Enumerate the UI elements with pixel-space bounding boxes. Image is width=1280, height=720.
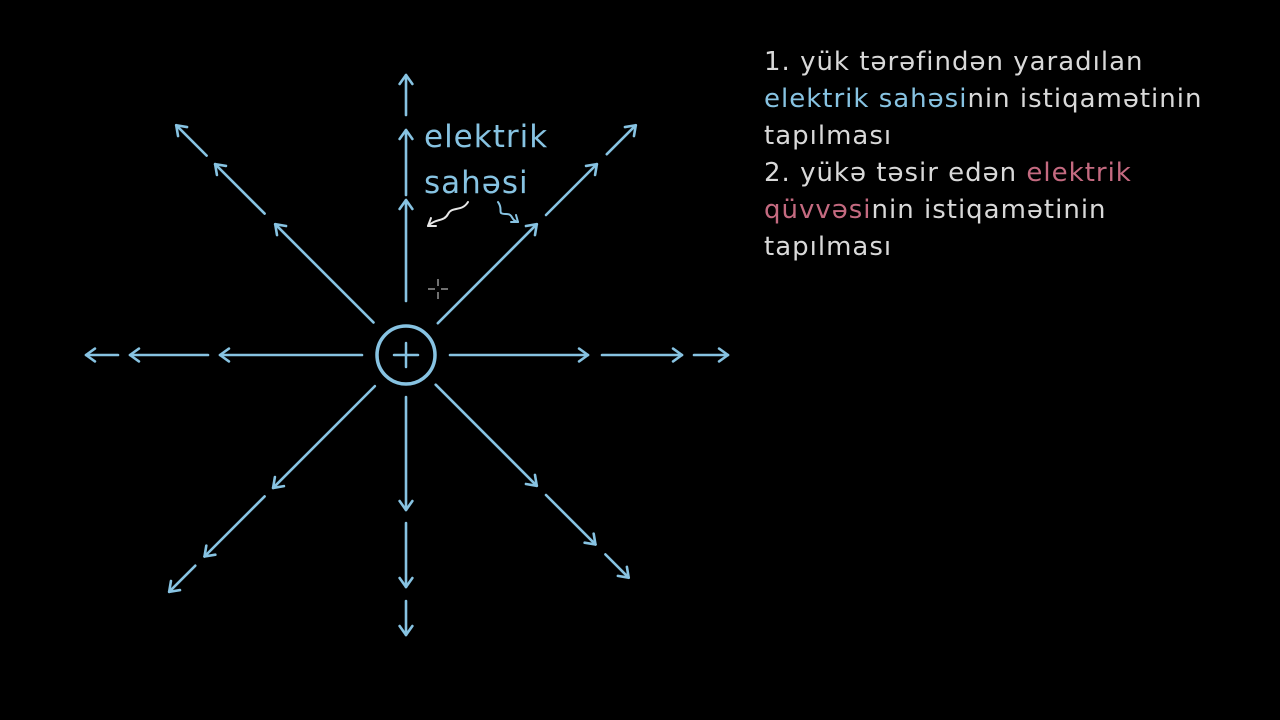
arrowhead-icon xyxy=(203,544,217,558)
note-2-line-1: 2. yükə təsir edən elektrik xyxy=(764,155,1264,192)
field-line-up-right-2 xyxy=(544,162,599,217)
field-label-line2: sahəsi xyxy=(424,165,529,201)
field-line-up-right-1 xyxy=(436,222,539,325)
note-2-line-2: qüvvəsinin istiqamətinin xyxy=(764,192,1264,229)
arrowhead-icon xyxy=(398,624,414,637)
note-1-line-2: elektrik sahəsinin istiqamətinin xyxy=(764,81,1264,118)
arrowhead-icon xyxy=(577,347,590,363)
arrowhead-icon xyxy=(273,222,288,237)
field-label: elektrik sahəsi xyxy=(424,114,548,206)
note-1-line-1: 1. yük tərəfindən yaradılan xyxy=(764,47,1144,77)
arrowhead-icon xyxy=(524,222,539,237)
note-1-line-2-rest: nin istiqamətinin xyxy=(967,84,1203,114)
arrowhead-icon xyxy=(623,123,638,138)
notes-panel: 1. yük tərəfindən yaradılan elektrik sah… xyxy=(764,44,1264,266)
field-lines xyxy=(84,73,730,637)
field-line-down-right-1 xyxy=(434,383,539,488)
arrowhead-icon xyxy=(213,162,228,177)
arrowhead-icon xyxy=(584,162,599,177)
field-line-up-left-2 xyxy=(213,162,266,215)
arrowhead-icon xyxy=(398,198,414,211)
note-2-line-2-rest: nin istiqamətinin xyxy=(871,195,1107,225)
note-1-line-3: tapılması xyxy=(764,121,893,151)
note-2-highlight-1: elektrik xyxy=(1026,158,1132,188)
field-line-down-left-1 xyxy=(271,384,377,490)
field-line-up-left-1 xyxy=(273,222,375,324)
squiggle-pointer-right-head xyxy=(510,214,519,223)
arrowhead-icon xyxy=(167,579,182,594)
arrowhead-icon xyxy=(524,473,539,488)
positive-charge xyxy=(375,324,437,386)
arrowhead-icon xyxy=(128,347,141,363)
field-line-down-right-2 xyxy=(544,493,597,546)
note-1-highlight: elektrik sahəsi xyxy=(764,84,968,114)
squiggle-pointer-left xyxy=(427,201,469,227)
plus-icon xyxy=(392,341,420,369)
crosshair-cursor-icon xyxy=(428,279,448,299)
field-line-down-left-2 xyxy=(203,495,266,558)
arrowhead-icon xyxy=(271,475,286,490)
note-2-line-3: tapılması xyxy=(764,232,893,262)
arrowhead-icon xyxy=(398,128,414,141)
arrowhead-icon xyxy=(616,565,631,580)
arrowhead-icon xyxy=(84,347,97,363)
field-line-down-left-3 xyxy=(167,564,197,594)
squiggle-pointer-left-head xyxy=(427,217,437,227)
note-2-line-1-text: 2. yükə təsir edən xyxy=(764,158,1027,188)
arrowhead-icon xyxy=(218,347,231,363)
arrowhead-icon xyxy=(174,123,189,138)
arrowhead-icon xyxy=(398,576,414,589)
field-line-down-right-3 xyxy=(604,553,631,580)
squiggle-pointer-right xyxy=(497,201,519,223)
arrowhead-icon xyxy=(398,499,414,512)
arrowhead-icon xyxy=(671,347,684,363)
field-line-up-left-3 xyxy=(174,123,208,157)
note-2-highlight-2: qüvvəsi xyxy=(764,195,872,225)
arrowhead-icon xyxy=(583,532,597,546)
arrowhead-icon xyxy=(398,73,414,86)
arrowhead-icon xyxy=(717,347,730,363)
field-line-up-right-3 xyxy=(605,123,638,156)
field-label-line1: elektrik xyxy=(424,119,549,155)
